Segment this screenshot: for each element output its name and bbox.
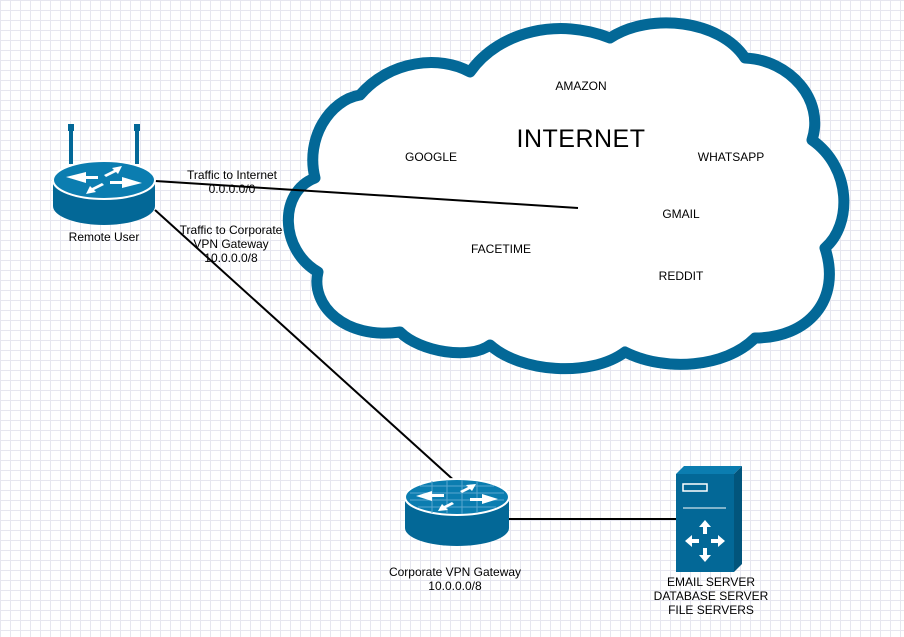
corporate-traffic-line — [154, 209, 459, 485]
vpn-gateway-router-icon — [404, 478, 510, 546]
vpn-gateway-label-line2: 10.0.0.0/8 — [428, 579, 482, 593]
vpn-gateway-label-line1: Corporate VPN Gateway — [388, 565, 522, 579]
site-label-whatsapp: WHATSAPP — [697, 150, 765, 164]
server-label-line1: EMAIL SERVER — [666, 575, 756, 589]
site-label-reddit: REDDIT — [658, 269, 704, 283]
corporate-traffic-label-line2: VPN Gateway — [193, 237, 269, 251]
internet-title: INTERNET — [516, 125, 646, 153]
internet-traffic-label-line1: Traffic to Internet — [186, 168, 278, 182]
corporate-traffic-label: Traffic to Corporate VPN Gateway 10.0.0.… — [180, 223, 283, 265]
internet-traffic-label: Traffic to Internet 0.0.0.0/0 — [187, 168, 277, 196]
corporate-traffic-label-line3: 10.0.0.0/8 — [204, 251, 258, 265]
server-tower-icon — [676, 466, 742, 572]
corporate-traffic-label-line1: Traffic to Corporate — [179, 223, 283, 237]
server-label: EMAIL SERVER DATABASE SERVER FILE SERVER… — [654, 575, 769, 617]
site-label-amazon: AMAZON — [555, 79, 607, 93]
server-label-line2: DATABASE SERVER — [653, 589, 769, 603]
site-label-google: GOOGLE — [404, 150, 458, 164]
server-label-line3: FILE SERVERS — [668, 603, 754, 617]
site-label-facetime: FACETIME — [470, 242, 532, 256]
internet-traffic-label-line2: 0.0.0.0/0 — [208, 182, 256, 196]
remote-user-label: Remote User — [68, 230, 140, 244]
vpn-gateway-label: Corporate VPN Gateway 10.0.0.0/8 — [389, 565, 521, 593]
remote-user-router-icon — [52, 124, 156, 225]
site-label-gmail: GMAIL — [662, 207, 700, 221]
internet-cloud — [282, 17, 850, 375]
internet-traffic-line — [154, 180, 579, 209]
